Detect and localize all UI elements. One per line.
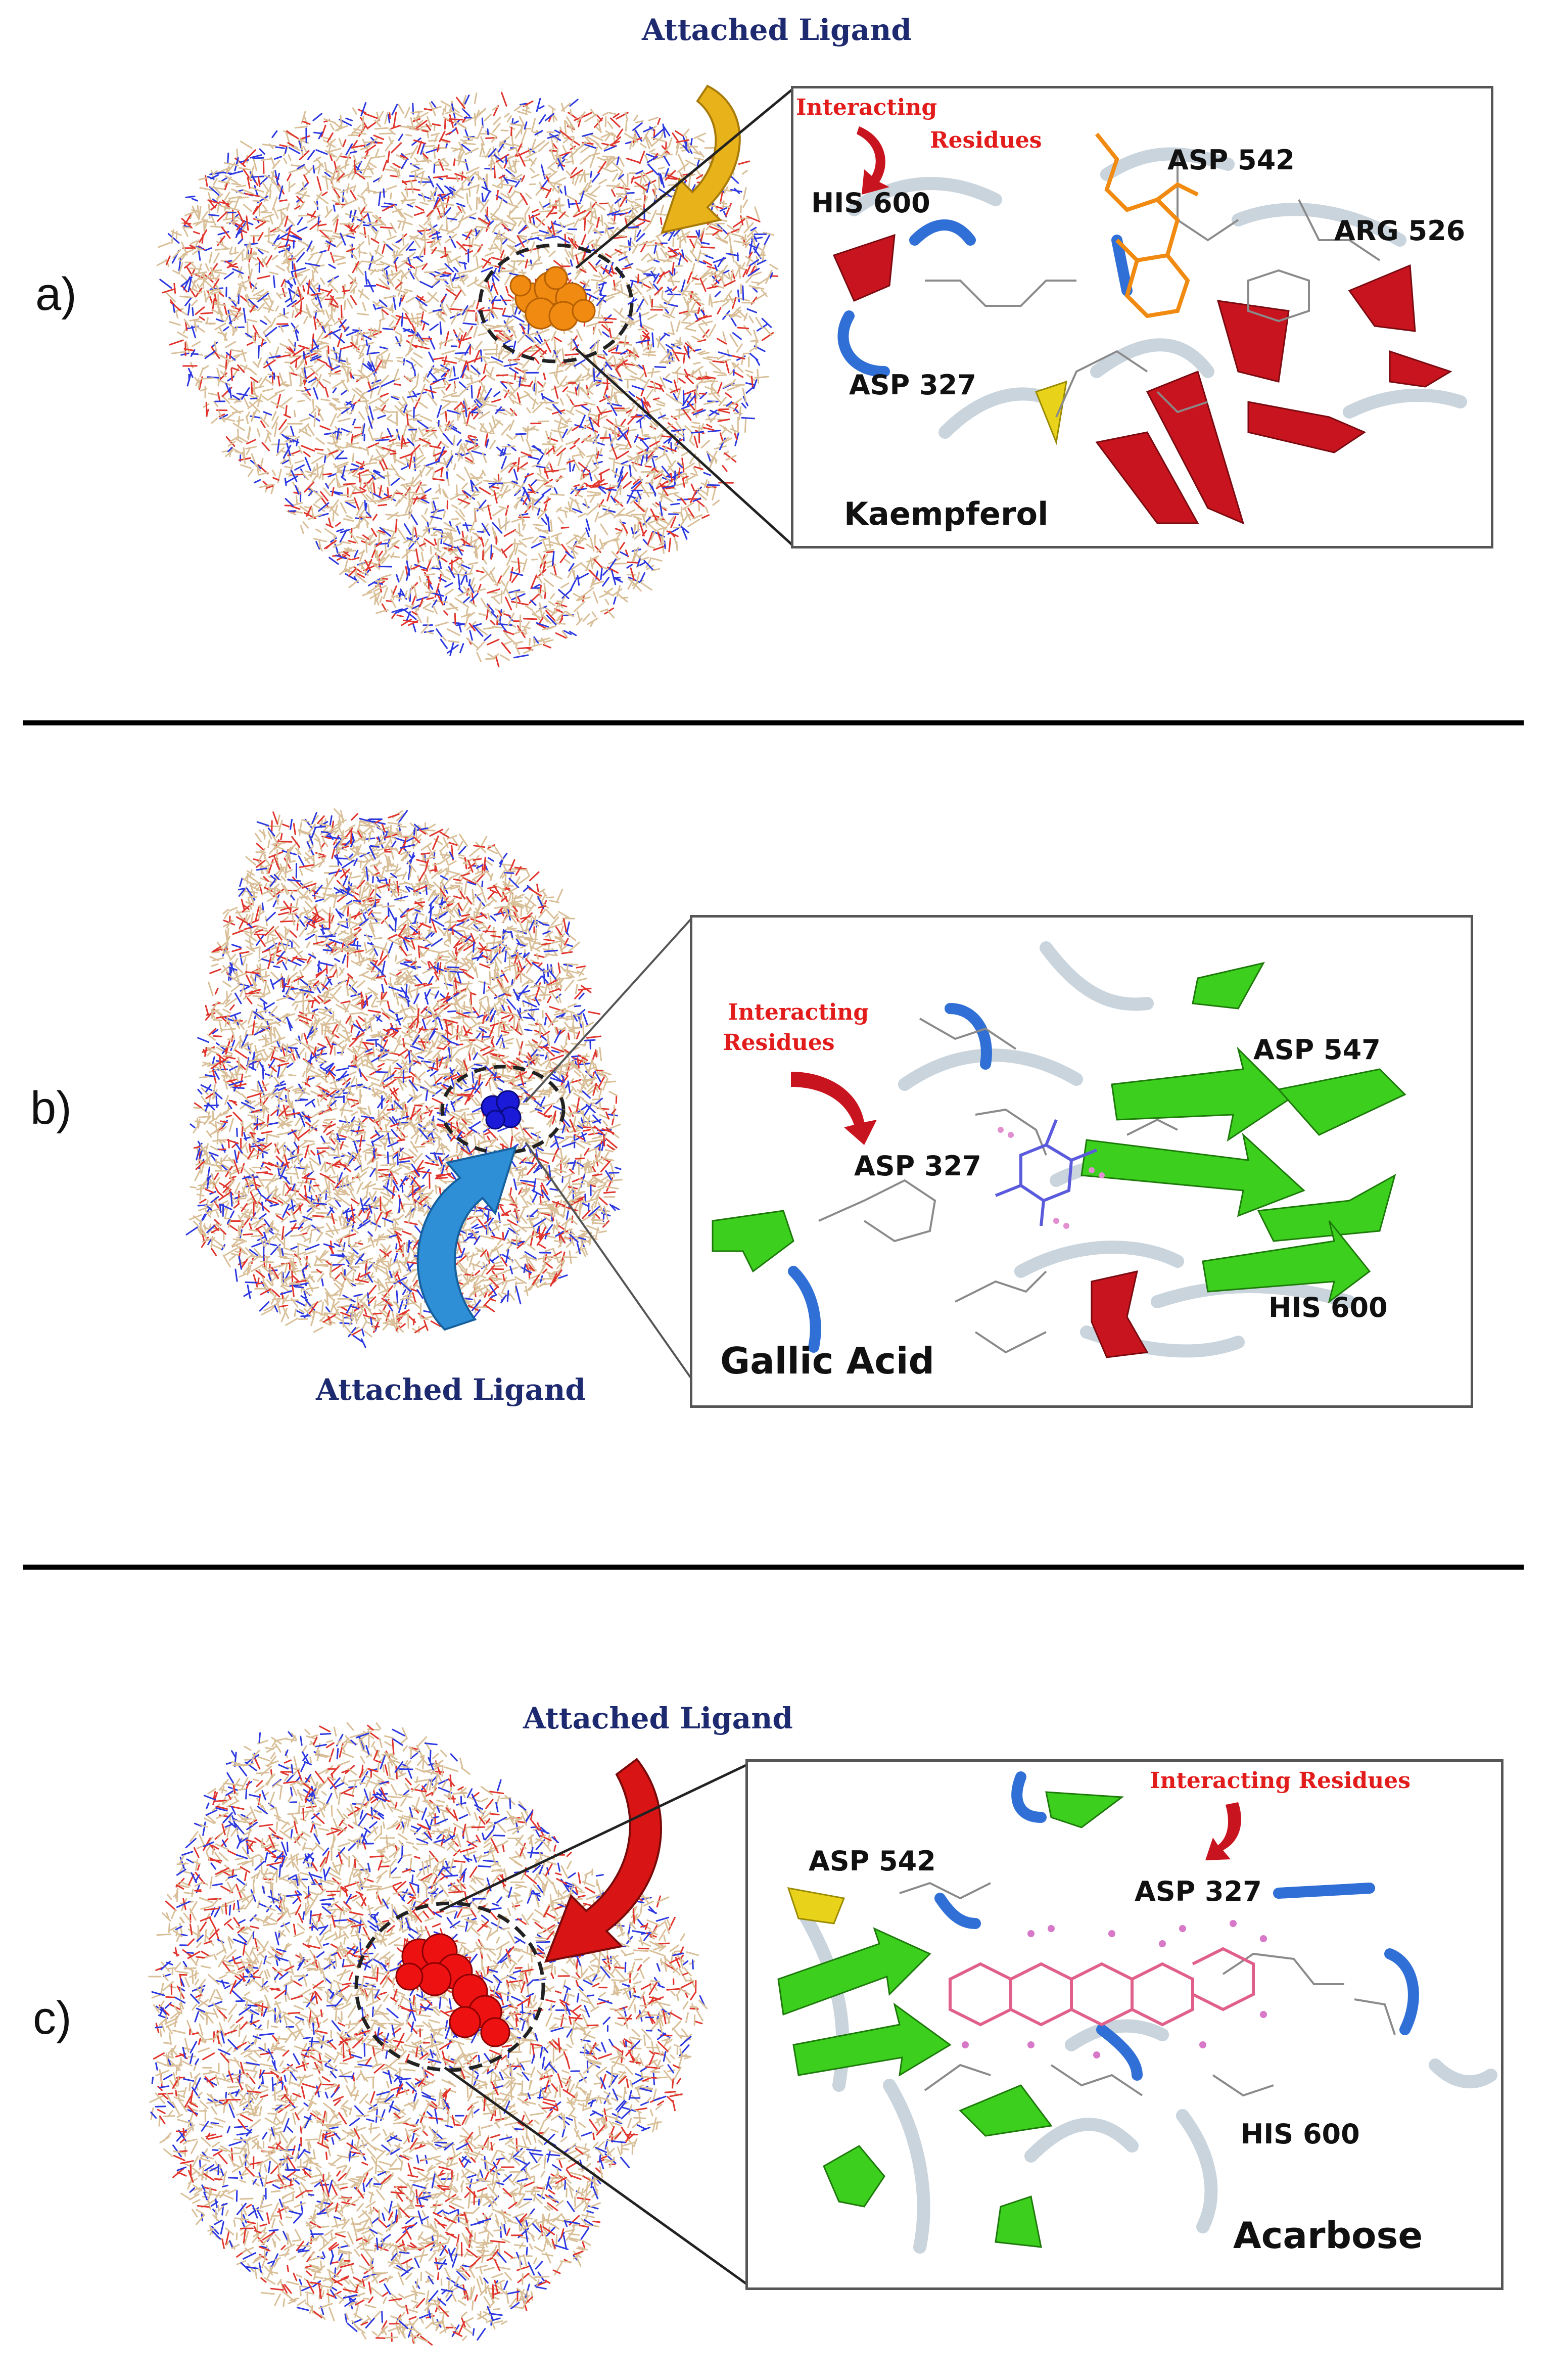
binding-site-view-a xyxy=(832,132,1467,525)
ligand-name-c: Acarbose xyxy=(1233,2214,1423,2257)
residue-label-arg526-a: ARG 526 xyxy=(1334,215,1466,247)
residue-label-his600-a: HIS 600 xyxy=(811,187,930,219)
inset-box-a xyxy=(791,86,1493,548)
binding-site-view-b xyxy=(712,941,1406,1358)
attached-ligand-label-b: Attached Ligand xyxy=(316,1372,586,1407)
residue-label-asp547-b: ASP 547 xyxy=(1253,1034,1381,1066)
ligand-name-a: Kaempferol xyxy=(844,495,1049,532)
ligand-spheres-a xyxy=(509,266,596,331)
residue-label-asp327-c: ASP 327 xyxy=(1135,1875,1262,1907)
ligand-spheres-c xyxy=(395,1933,510,2047)
interacting-arrow-a xyxy=(857,126,889,195)
interacting-label-line2-a: Residues xyxy=(930,127,1042,153)
binding-site-view-c xyxy=(777,1771,1497,2254)
interacting-label-line2-b: Residues xyxy=(723,1030,835,1056)
residue-label-his600-b: HIS 600 xyxy=(1268,1292,1388,1323)
attached-ligand-arrow-a xyxy=(660,84,741,234)
attached-ligand-label-c: Attached Ligand xyxy=(523,1701,793,1735)
ligand-highlight-a xyxy=(478,243,634,363)
attached-ligand-arrow-b xyxy=(416,1146,517,1331)
zoom-lines-c xyxy=(439,1763,749,2286)
zoom-lines-a xyxy=(575,87,794,547)
interacting-label-line1-a: Interacting xyxy=(796,95,937,120)
interacting-arrow-c xyxy=(1205,1802,1241,1860)
panel-label-a: a) xyxy=(35,268,77,320)
divider-1 xyxy=(23,720,1524,725)
residue-label-asp542-c: ASP 542 xyxy=(809,1845,936,1877)
panel-label-b: b) xyxy=(30,1082,72,1134)
residue-label-asp327-a: ASP 327 xyxy=(849,369,976,401)
inset-box-b xyxy=(690,915,1473,1408)
interacting-label-line1-b: Interacting xyxy=(728,999,869,1025)
ligand-highlight-c xyxy=(354,1901,545,2072)
zoom-lines-b xyxy=(525,917,693,1381)
ligand-name-b: Gallic Acid xyxy=(720,1340,935,1382)
divider-2 xyxy=(23,1565,1524,1570)
ligand-highlight-b xyxy=(440,1065,566,1155)
attached-ligand-label-a: Attached Ligand xyxy=(642,13,912,47)
interacting-residues-label-c: Interacting Residues xyxy=(1150,1768,1411,1794)
residue-label-asp542-a: ASP 542 xyxy=(1167,144,1295,176)
protein-structure-a xyxy=(152,86,782,669)
inset-box-c xyxy=(745,1759,1503,2290)
residue-label-asp327-b: ASP 327 xyxy=(854,1150,981,1182)
protein-wireframe-a xyxy=(156,91,782,669)
ligand-spheres-b xyxy=(481,1090,522,1130)
residue-label-his600-c: HIS 600 xyxy=(1241,2118,1360,2150)
panel-label-c: c) xyxy=(33,1992,72,2044)
interacting-arrow-b xyxy=(791,1072,877,1145)
